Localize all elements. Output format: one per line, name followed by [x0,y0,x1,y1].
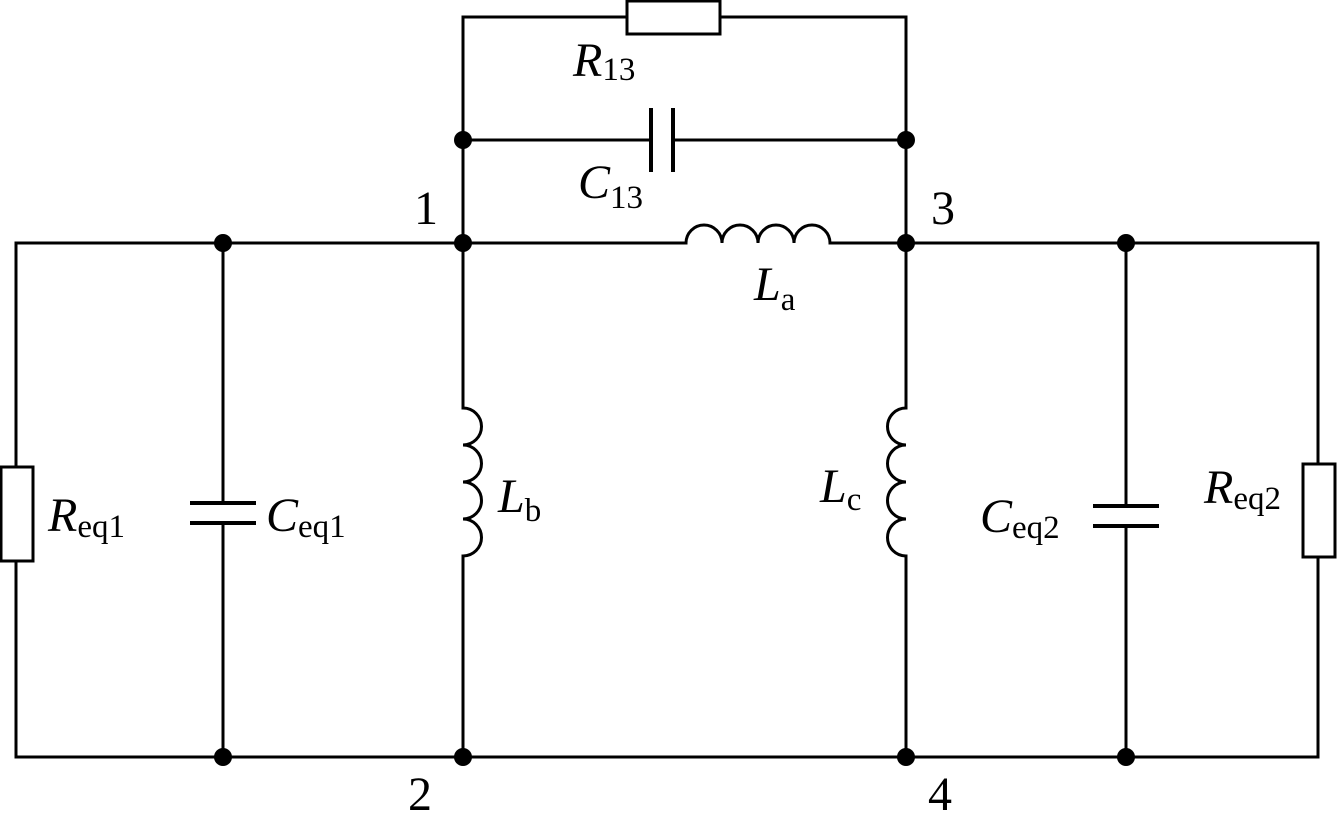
label-req2: Req2 [1203,461,1281,517]
junctions [214,131,1135,766]
label-c13: C13 [578,156,643,216]
capacitor-ceq1 [190,501,256,525]
label-lb: Lb [497,470,541,529]
inductor-lc [886,406,908,558]
resistor-req2 [1301,462,1337,559]
junction-dot [454,748,472,766]
node-label-2: 2 [408,768,432,821]
junction-dot [214,234,232,252]
junction-dot [454,234,472,252]
label-req1: Req1 [47,489,125,545]
capacitor-c13 [649,108,675,172]
component-labels: R13 C13 La Lb Lc Req1 Ceq1 Ceq2 Req2 [47,34,1281,546]
junction-dot [214,748,232,766]
resistor-r13 [625,0,722,36]
junction-dot [897,234,915,252]
inductor-la [684,223,832,245]
node-labels: 1 2 3 4 [408,182,955,821]
junction-dot [454,131,472,149]
node-label-4: 4 [928,768,952,821]
junction-dot [897,748,915,766]
label-ceq2: Ceq2 [980,490,1060,546]
node-label-1: 1 [414,182,438,235]
components [0,0,1337,563]
label-ceq1: Ceq1 [266,489,346,545]
junction-dot [1117,234,1135,252]
resistor-req1 [0,465,35,563]
node-label-3: 3 [931,182,955,235]
label-r13: R13 [572,34,635,88]
junction-dot [897,131,915,149]
label-lc: Lc [819,460,861,518]
capacitor-ceq2 [1093,504,1159,528]
inductor-lb [461,406,483,558]
junction-dot [1117,748,1135,766]
label-la: La [753,258,796,318]
wires [14,15,1320,759]
